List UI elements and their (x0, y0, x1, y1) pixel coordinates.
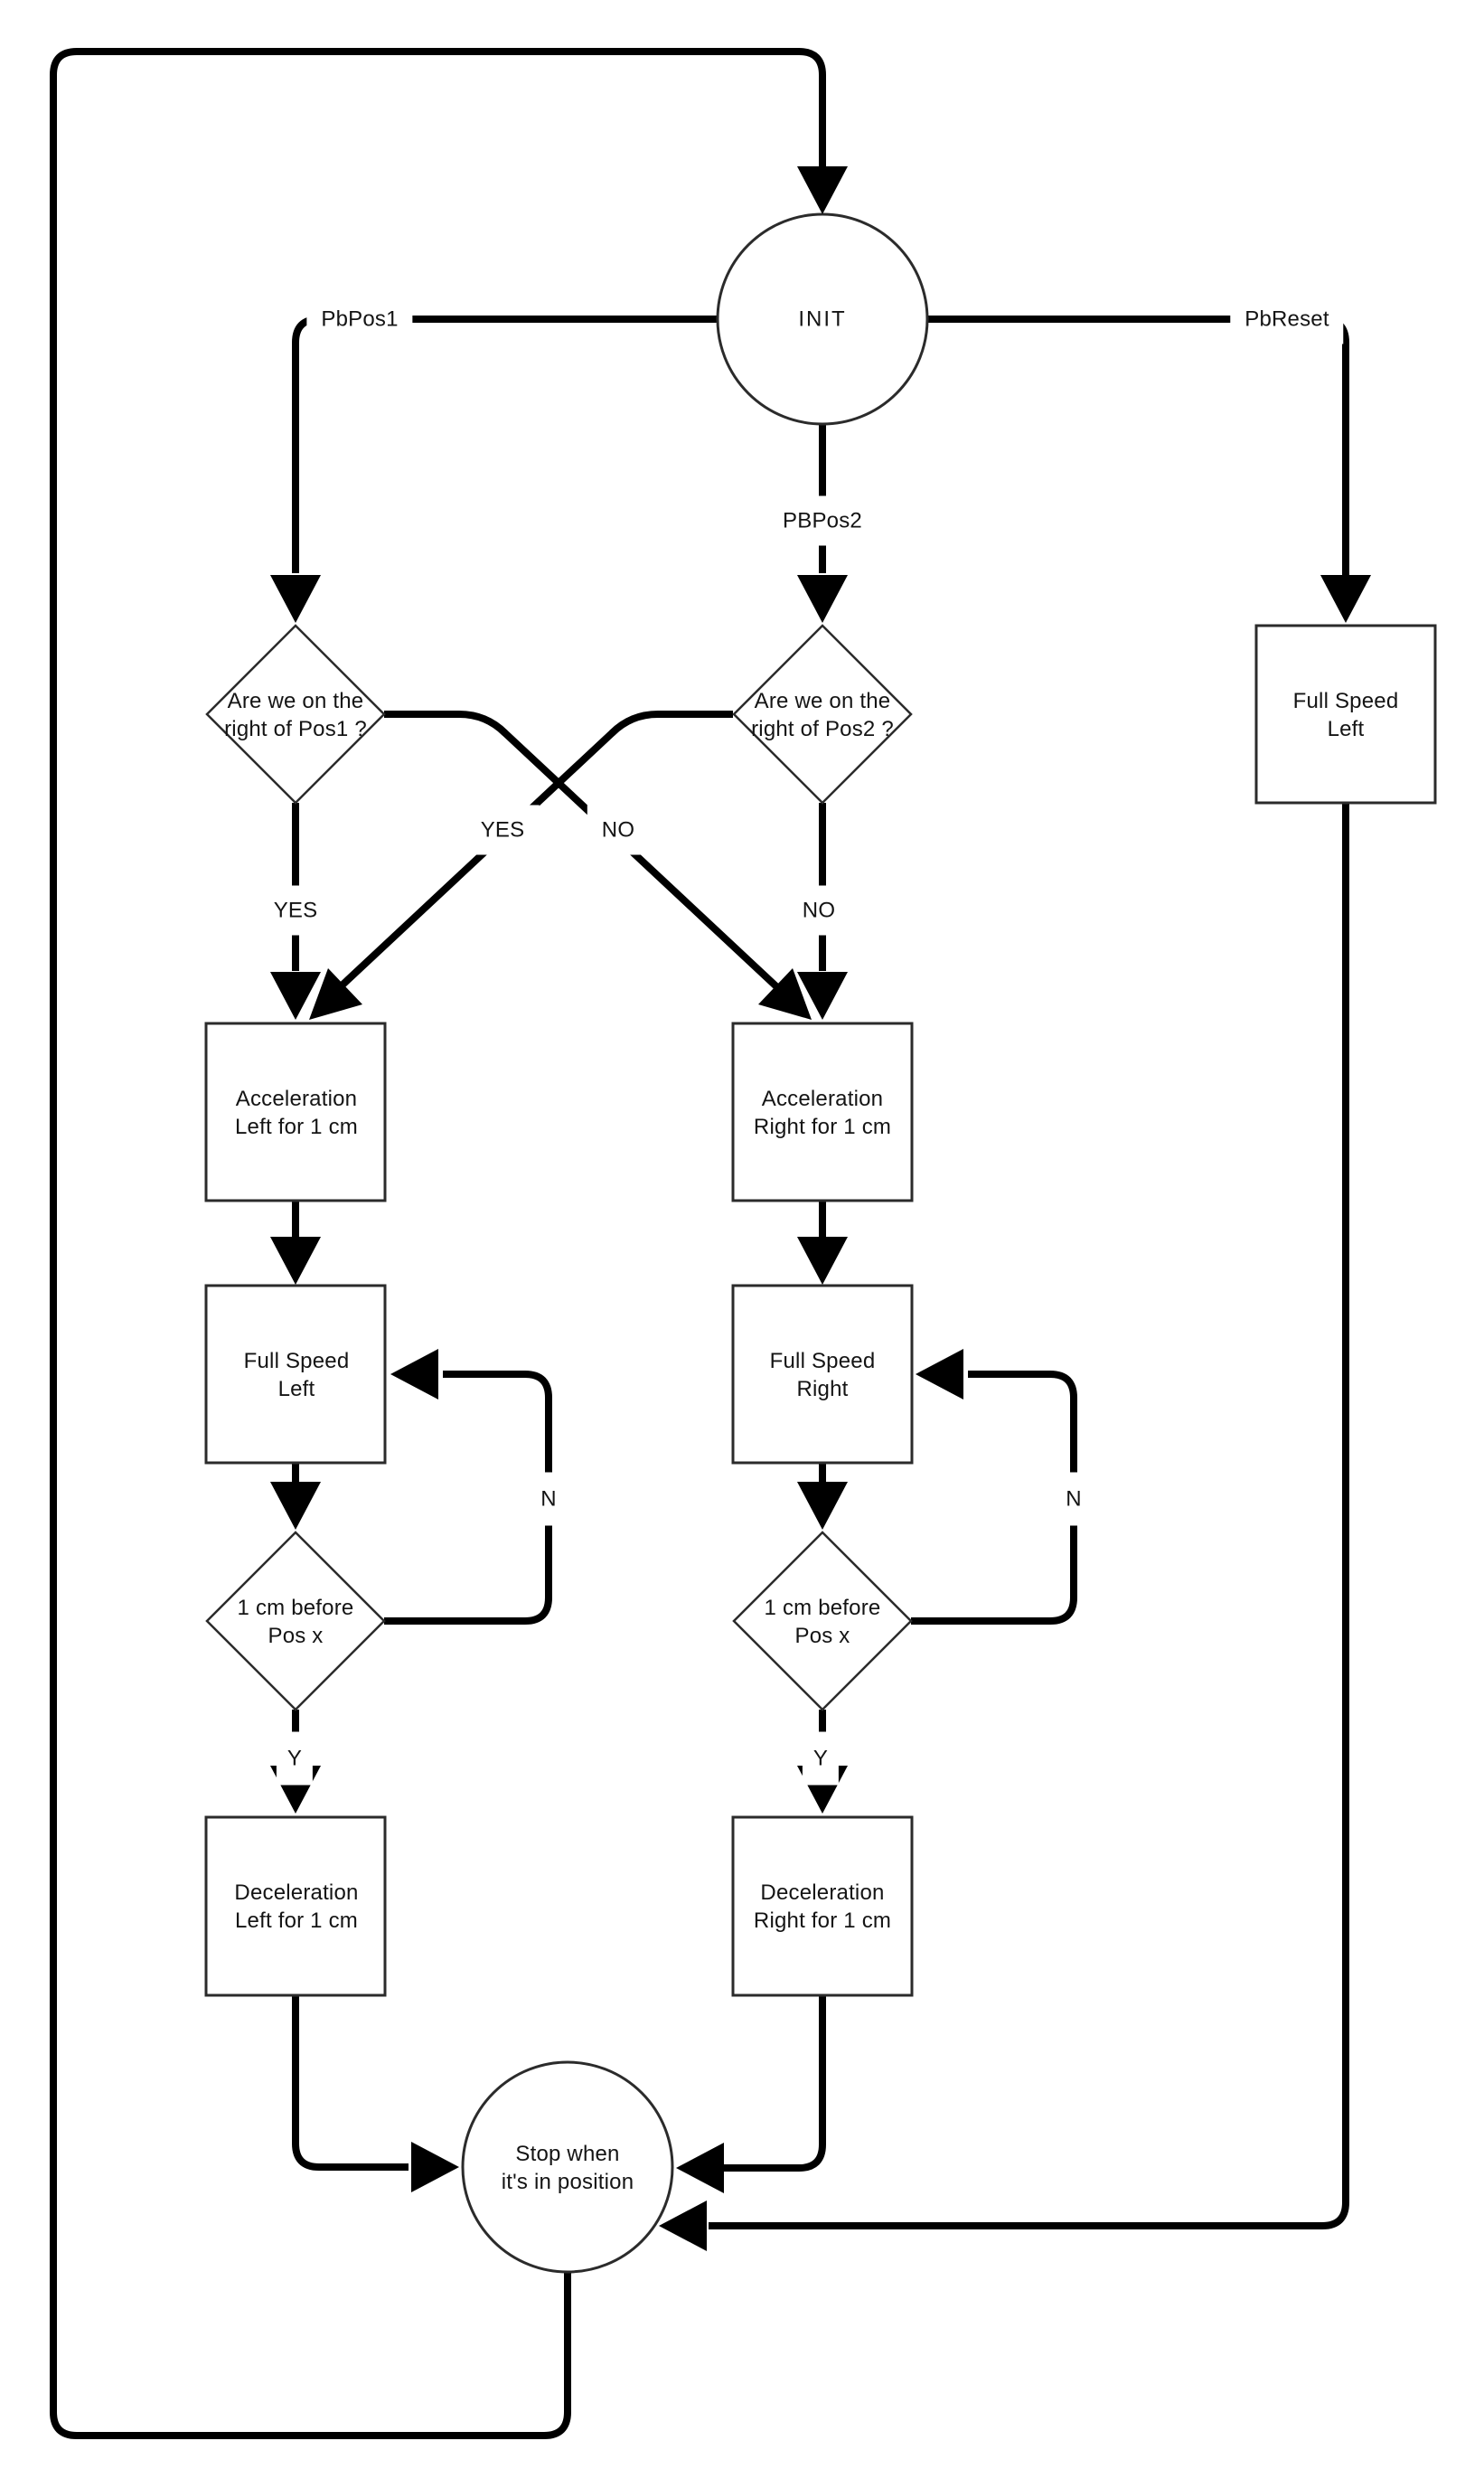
arrowhead-decel-left-into-stop (411, 2142, 459, 2192)
full-speed-left-reset-label: Full Speed Left (1292, 689, 1399, 741)
edge-n-loop-right (911, 1371, 1077, 1625)
edge-decel-right-to-stop (724, 1994, 826, 2172)
arrowhead-into-full-speed-left-reset (1320, 575, 1371, 623)
before-pos-left-node (205, 1531, 386, 1711)
arrowhead-cross-into-accel-right (758, 968, 812, 1020)
decel-left-label: Deceleration Left for 1 cm (234, 1880, 359, 1933)
full-speed-right-label: Full Speed Right (769, 1349, 876, 1401)
edge-decel-left-to-stop (292, 1994, 409, 2171)
edge-label-pbpos2: PBPos2 (768, 495, 877, 546)
arrowhead-decel-right-into-stop (676, 2143, 724, 2193)
arrowhead-n-loop-right (916, 1349, 963, 1400)
edge-init-to-full-speed-left-reset (927, 316, 1349, 575)
decision-pos2-node (732, 624, 913, 805)
edge-stop-loop-to-init (50, 48, 826, 2439)
before-pos-right-node (732, 1531, 913, 1711)
decision-pos2-label: Are we on the right of Pos2 ? (751, 689, 894, 741)
edge-label-no-cross: NO (587, 805, 650, 855)
stop-node-label: Stop when it's in position (501, 2142, 634, 2194)
edge-pos1-no-cross-to-accel-right (384, 711, 781, 991)
edge-init-to-decision-pos1 (292, 316, 718, 573)
accel-left-node (204, 1022, 387, 1202)
arrowhead-into-before-pos-left (270, 1482, 321, 1530)
arrowhead-yes-into-accel-left (270, 972, 321, 1020)
stop-node (461, 2060, 674, 2274)
decel-left-node (204, 1815, 387, 1997)
accel-right-label: Acceleration Right for 1 cm (753, 1087, 892, 1139)
full-speed-left-reset-node (1254, 624, 1437, 805)
arrowhead-into-decision-pos2 (797, 575, 848, 623)
arrowhead-into-init (797, 166, 848, 214)
edge-n-loop-left (384, 1371, 552, 1625)
edge-label-n-right: N (1055, 1472, 1093, 1526)
edge-label-pbreset: PbReset (1230, 294, 1344, 344)
init-node-label: INIT (798, 306, 847, 332)
arrowhead-into-decision-pos1 (270, 575, 321, 623)
accel-left-label: Acceleration Left for 1 cm (235, 1087, 358, 1139)
edge-label-pbpos1: PbPos1 (306, 294, 413, 344)
arrowhead-reset-into-stop (659, 2201, 707, 2251)
arrowhead-into-full-speed-right (797, 1237, 848, 1285)
before-pos-right-label: 1 cm before Pos x (764, 1596, 881, 1648)
decel-right-node (731, 1815, 914, 1997)
accel-right-node (731, 1022, 914, 1202)
edge-label-n-left: N (530, 1472, 568, 1526)
arrowhead-cross-into-accel-left (309, 968, 362, 1020)
full-speed-left-label: Full Speed Left (243, 1349, 350, 1401)
decision-pos1-label: Are we on the right of Pos1 ? (224, 689, 367, 741)
edge-label-yes-cross: YES (465, 805, 540, 855)
edge-full-speed-left-reset-to-stop (709, 803, 1349, 2229)
full-speed-right-node (731, 1284, 914, 1465)
edge-label-no-down: NO (787, 885, 850, 936)
arrowhead-into-before-pos-right (797, 1482, 848, 1530)
full-speed-left-node (204, 1284, 387, 1465)
edge-label-y-left: Y (276, 1731, 314, 1786)
before-pos-left-label: 1 cm before Pos x (237, 1596, 354, 1648)
arrowhead-into-full-speed-left (270, 1237, 321, 1285)
edge-pos2-yes-cross-to-accel-left (336, 711, 733, 991)
decel-right-label: Deceleration Right for 1 cm (753, 1880, 892, 1933)
arrowhead-no-into-accel-right (797, 972, 848, 1020)
decision-pos1-node (205, 624, 386, 805)
edge-label-y-right: Y (802, 1731, 840, 1786)
edge-label-yes-down: YES (258, 885, 333, 936)
arrowhead-n-loop-left (390, 1349, 438, 1400)
